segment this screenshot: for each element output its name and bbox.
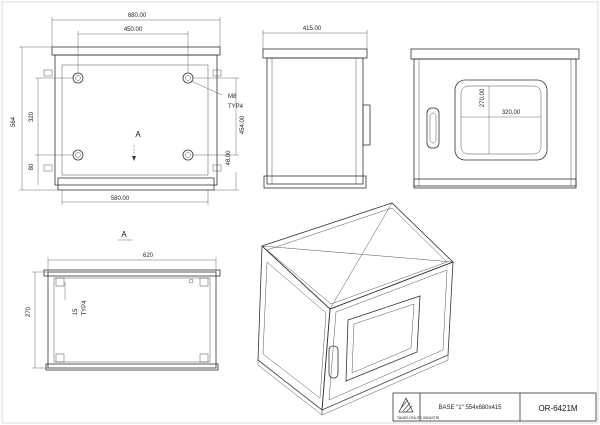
door-handle-outer	[426, 107, 440, 149]
dim-label-80: 80	[29, 163, 35, 170]
front-base-plinth	[57, 177, 215, 191]
iso-front-face	[321, 261, 454, 411]
bolt-top-right	[182, 72, 194, 84]
dim-label-15: 15	[73, 308, 79, 315]
iso-door-handle	[328, 345, 339, 379]
section-outer-wall	[47, 271, 217, 369]
section-arrow-head	[132, 156, 136, 161]
iso-left-face	[257, 245, 331, 411]
dim-label-typ4-section: TYP4	[82, 300, 88, 316]
isometric-view	[257, 202, 454, 416]
bolt-top-left	[72, 72, 84, 84]
front-body-outline	[54, 54, 218, 186]
section-view: A 620 270 15 TYP4	[26, 230, 221, 371]
dim-label-454: 454.00	[240, 115, 246, 134]
dim-label-320-window: 320.00	[502, 110, 521, 116]
front-inner-panel	[61, 64, 209, 176]
side-top-lid	[262, 48, 368, 59]
section-corner-br	[199, 353, 209, 363]
company-logo	[398, 397, 414, 413]
viewing-window-inner	[460, 85, 542, 155]
dim-label-415: 415.00	[303, 26, 322, 32]
section-marker-a: A	[135, 130, 141, 139]
left-bracket-bottom	[43, 164, 53, 172]
section-corner-tl	[55, 277, 65, 287]
part-number: OR-6421M	[538, 404, 577, 413]
title-block: TANSS ONLİTE İNDASTRİ BASE "1" 554x680x4…	[392, 392, 597, 422]
dim-label-564: 564	[11, 116, 17, 127]
dim-label-270-section: 270	[26, 306, 32, 317]
right-bracket-bottom	[212, 164, 222, 172]
iso-window-inner	[351, 303, 415, 374]
section-inner-wall	[53, 277, 211, 363]
iso-base-front	[321, 354, 449, 416]
door-handle-inner	[429, 112, 437, 144]
dim-label-620: 620	[143, 253, 154, 259]
side-door-handle	[362, 104, 371, 146]
iso-top-face	[261, 202, 454, 310]
part-description: BASE "1" 554x680x415	[439, 405, 503, 411]
bolt-leader-line	[190, 80, 223, 96]
window-view-body	[413, 58, 577, 187]
left-bracket-top	[43, 69, 53, 77]
side-base-plinth	[263, 175, 367, 189]
bolt-size-label: M8	[228, 94, 237, 100]
side-body-outline	[266, 57, 364, 185]
window-view: 270.00 320.00	[410, 48, 580, 189]
dim-label-320: 320	[29, 111, 35, 122]
dim-label-48: 48.00	[226, 150, 232, 166]
iso-base-left	[257, 359, 323, 416]
front-top-lid	[51, 46, 221, 56]
dim-label-580: 580.00	[111, 196, 130, 202]
section-bottom-flange	[45, 363, 219, 371]
dim-label-450: 450.00	[124, 27, 143, 33]
section-corner-bl	[55, 353, 65, 363]
dim-label-680: 680.00	[128, 13, 147, 19]
viewing-window-outer	[454, 79, 548, 161]
right-bracket-top	[212, 69, 222, 77]
company-name: TANSS ONLİTE İNDASTRİ	[397, 415, 439, 420]
section-view-title: A	[121, 230, 127, 239]
section-hole	[188, 278, 194, 284]
window-view-base	[413, 178, 577, 189]
front-view: 680.00 450.00 564 320 80 M8 TYP4 454.00 …	[11, 13, 246, 205]
bolt-bottom-left	[72, 149, 84, 161]
section-corner-tr	[199, 277, 209, 287]
iso-window-outer	[345, 295, 421, 382]
title-block-frame	[392, 392, 597, 422]
bolt-bottom-right	[182, 149, 194, 161]
side-view: 415.00	[262, 26, 371, 189]
dim-label-270-window: 270.00	[480, 88, 486, 107]
window-view-top-lid	[410, 48, 580, 60]
section-top-flange	[43, 269, 221, 277]
